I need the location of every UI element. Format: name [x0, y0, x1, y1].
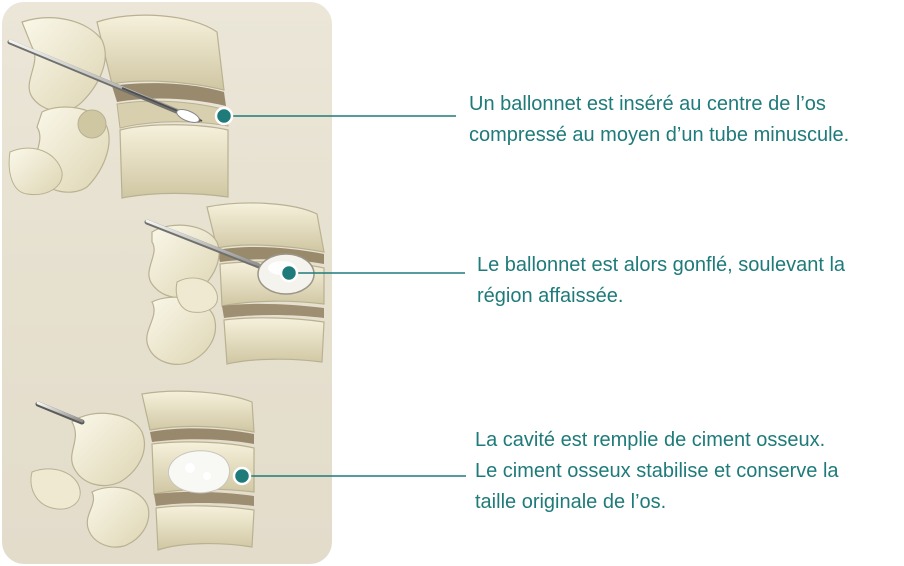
callout-3 — [234, 468, 466, 484]
step-3-caption-line-2: Le ciment osseux stabilise et conserve l… — [475, 456, 839, 487]
step-3-caption-line-1: La cavité est remplie de ciment osseux. — [475, 425, 839, 456]
step-3-caption: La cavité est remplie de ciment osseux. … — [475, 425, 839, 518]
step-2-caption: Le ballonnet est alors gonflé, soulevant… — [477, 250, 845, 312]
step-2-caption-line-2: région affaissée. — [477, 281, 845, 312]
step-2-caption-line-1: Le ballonnet est alors gonflé, soulevant… — [477, 250, 845, 281]
step-3-caption-line-3: taille originale de l’os. — [475, 487, 839, 518]
callout-1 — [216, 108, 456, 124]
step-1-caption: Un ballonnet est inséré au centre de l’o… — [469, 89, 849, 151]
callout-dot-icon — [281, 265, 297, 281]
step-1-caption-line-2: compressé au moyen d’un tube minuscule. — [469, 120, 849, 151]
callout-dot-icon — [234, 468, 250, 484]
callout-dot-icon — [216, 108, 232, 124]
step-1-caption-line-1: Un ballonnet est inséré au centre de l’o… — [469, 89, 849, 120]
callout-2 — [281, 265, 465, 281]
